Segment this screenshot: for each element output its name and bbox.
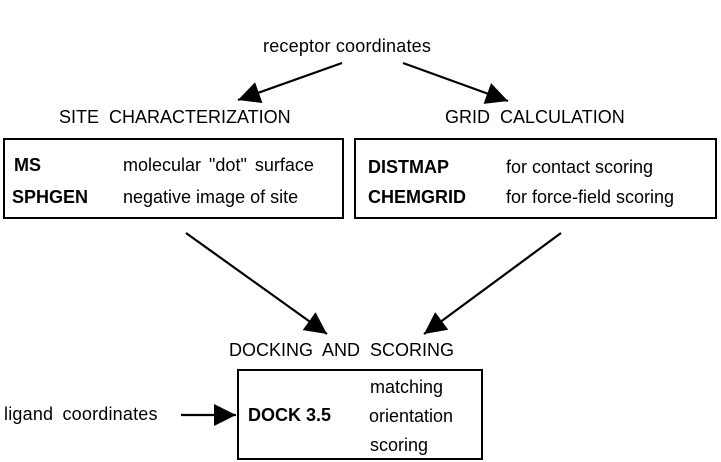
program-sphgen: SPHGEN — [12, 187, 89, 207]
program-ms: MS — [14, 155, 41, 175]
program-chemgrid: CHEMGRID — [368, 187, 466, 207]
docking-step-matching: matching — [370, 377, 444, 397]
program-chemgrid-description: for force-field scoring — [506, 187, 675, 207]
program-dock: DOCK 3.5 — [248, 405, 332, 425]
arrow-grid-to-docking — [423, 232, 562, 335]
program-ms-description: molecular "dot" surface — [123, 155, 314, 175]
site-characterization-box: MS molecular "dot" surface SPHGEN negati… — [3, 138, 344, 219]
docking-step-orientation: orientation — [369, 406, 454, 426]
docking-box: DOCK 3.5 matching orientation scoring — [237, 369, 483, 460]
arrow-receptor-to-site — [237, 61, 343, 103]
receptor-coordinates-label: receptor coordinates — [263, 36, 432, 56]
grid-calculation-title: GRID CALCULATION — [445, 107, 625, 127]
program-distmap: DISTMAP — [368, 157, 449, 177]
ligand-coordinates-label: ligand coordinates — [4, 404, 158, 424]
docking-and-scoring-title: DOCKING AND SCORING — [229, 340, 455, 360]
program-distmap-description: for contact scoring — [506, 157, 654, 177]
docking-step-scoring: scoring — [370, 435, 429, 455]
arrow-receptor-to-grid — [402, 61, 509, 104]
grid-calculation-box: DISTMAP for contact scoring CHEMGRID for… — [354, 138, 717, 219]
site-characterization-title: SITE CHARACTERIZATION — [59, 107, 291, 127]
arrow-site-to-docking — [185, 232, 328, 335]
program-sphgen-description: negative image of site — [123, 187, 299, 207]
